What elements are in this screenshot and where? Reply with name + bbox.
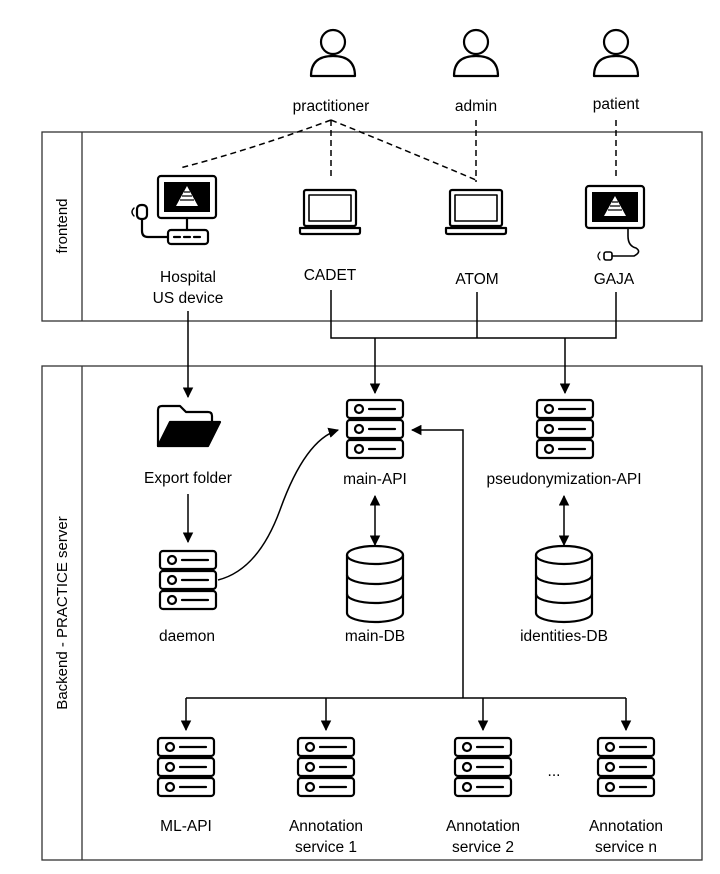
- annotation-service-n-node: Annotation service n: [589, 736, 663, 856]
- atom-node: ATOM: [444, 188, 508, 288]
- admin-user: admin: [452, 28, 500, 115]
- person-icon: [452, 28, 500, 78]
- bus-line: [330, 290, 617, 339]
- identities-db-label: identities-DB: [520, 628, 608, 645]
- daemon-to-main-api-arrow: [217, 427, 340, 581]
- ultrasound-monitor-icon: [584, 184, 646, 261]
- server-icon: [453, 736, 513, 798]
- gaja-node: GAJA: [584, 184, 646, 288]
- annotation-1-label: Annotation: [289, 818, 363, 835]
- database-icon: [534, 544, 594, 624]
- daemon-label: daemon: [159, 628, 215, 645]
- us-device-label: US device: [153, 290, 224, 307]
- annotation-n-label: Annotation: [589, 818, 663, 835]
- user-links: [179, 119, 617, 182]
- annotation-2-sublabel: service 2: [452, 839, 514, 856]
- person-icon: [592, 28, 640, 78]
- pseudonymization-api-label: pseudonymization-API: [486, 471, 641, 488]
- laptop-icon: [444, 188, 508, 236]
- main-db-node: main-DB: [345, 544, 405, 645]
- annotation-service-1-node: Annotation service 1: [289, 736, 363, 856]
- frontend-box: [41, 131, 703, 322]
- backend-box: [41, 365, 703, 861]
- main-api-label: main-API: [343, 471, 407, 488]
- export-folder-label: Export folder: [144, 470, 232, 487]
- person-icon: [309, 28, 357, 78]
- folder-icon: [156, 404, 222, 448]
- server-icon: [158, 549, 218, 611]
- backend-label: Backend - PRACTICE server: [54, 516, 71, 709]
- patient-user: patient: [592, 28, 640, 113]
- pseudonymization-api-node: pseudonymization-API: [486, 398, 642, 488]
- main-db-label: main-DB: [345, 628, 405, 645]
- cadet-node: CADET: [298, 188, 362, 284]
- practitioner-user: practitioner: [293, 28, 370, 115]
- admin-label: admin: [455, 98, 497, 115]
- practitioner-to-hospital-link: [179, 119, 332, 169]
- ml-api-label: ML-API: [160, 818, 212, 835]
- frontend-bus: [182, 290, 617, 399]
- export-folder-node: Export folder: [144, 404, 232, 487]
- ellipsis-label: ...: [548, 763, 561, 780]
- server-icon: [596, 736, 656, 798]
- identities-db-node: identities-DB: [520, 544, 608, 645]
- ultrasound-machine-icon: [131, 174, 218, 246]
- frontend-label: frontend: [54, 198, 71, 253]
- services-bus: [180, 424, 632, 732]
- database-icon: [345, 544, 405, 624]
- annotation-n-sublabel: service n: [595, 839, 657, 856]
- atom-label: ATOM: [455, 271, 498, 288]
- server-icon: [296, 736, 356, 798]
- frontend-section: frontend: [41, 131, 703, 322]
- hospital-us-device: Hospital US device: [131, 174, 224, 307]
- practitioner-to-atom-link: [330, 119, 477, 181]
- ml-api-node: ML-API: [156, 736, 216, 835]
- main-api-node: main-API: [343, 398, 407, 488]
- patient-label: patient: [593, 96, 640, 113]
- annotation-1-sublabel: service 1: [295, 839, 357, 856]
- backend-section: Backend - PRACTICE server: [41, 365, 703, 861]
- cadet-label: CADET: [304, 267, 357, 284]
- laptop-icon: [298, 188, 362, 236]
- server-icon: [156, 736, 216, 798]
- server-icon: [345, 398, 405, 460]
- annotation-2-label: Annotation: [446, 818, 520, 835]
- services-to-main-api-arrow: [410, 424, 464, 698]
- daemon-node: daemon: [158, 549, 218, 645]
- practitioner-label: practitioner: [293, 98, 370, 115]
- annotation-service-2-node: Annotation service 2: [446, 736, 520, 856]
- hospital-label: Hospital: [160, 269, 216, 286]
- server-icon: [535, 398, 595, 460]
- gaja-label: GAJA: [594, 271, 635, 288]
